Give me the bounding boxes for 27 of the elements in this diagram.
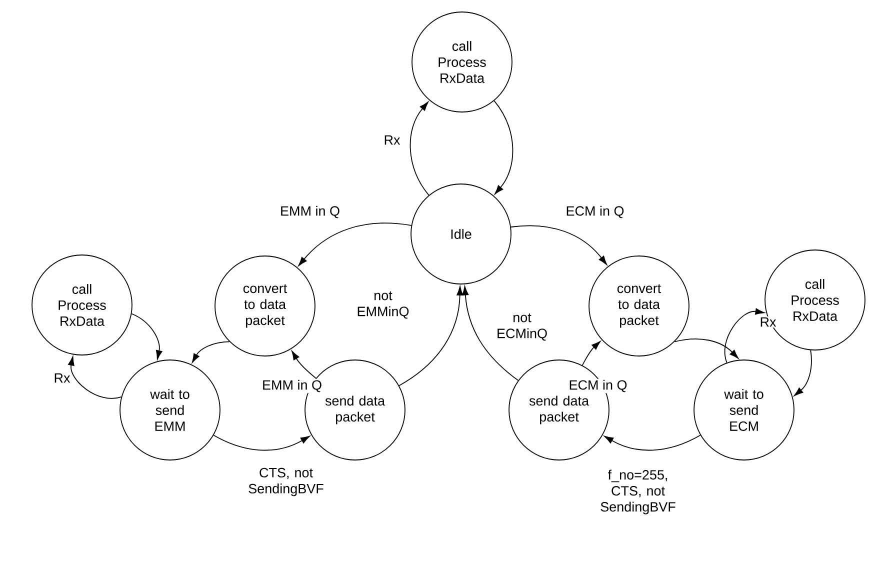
edge-label: not ECMinQ [491,312,553,342]
arrow [131,313,162,360]
arrow [724,308,765,364]
arrow [298,222,412,266]
arrow [292,350,316,379]
edge-label: f_no=255, CTS, not SendingBVF [597,468,679,516]
edge-label: Rx [52,372,72,384]
arrow [582,341,601,366]
arrow [494,100,514,194]
edge-label: Rx [382,134,402,146]
edge-label: not EMMinQ [352,290,414,320]
arrow [192,341,230,363]
arrow [794,350,812,396]
arrow [674,338,739,359]
arrow [410,102,430,196]
edge-label: Rx [758,316,778,328]
arrow [604,434,701,451]
arrow [213,434,310,451]
arrow [68,356,122,399]
edge-label: ECM in Q [568,378,628,394]
arrow [398,286,464,386]
arrow [510,225,608,265]
arrow [462,286,519,381]
edge-label: EMM in Q [261,378,323,394]
edge-label: EMM in Q [279,204,341,220]
edge-label: ECM in Q [564,204,626,220]
edge-label: CTS, not SendingBVF [245,466,327,498]
